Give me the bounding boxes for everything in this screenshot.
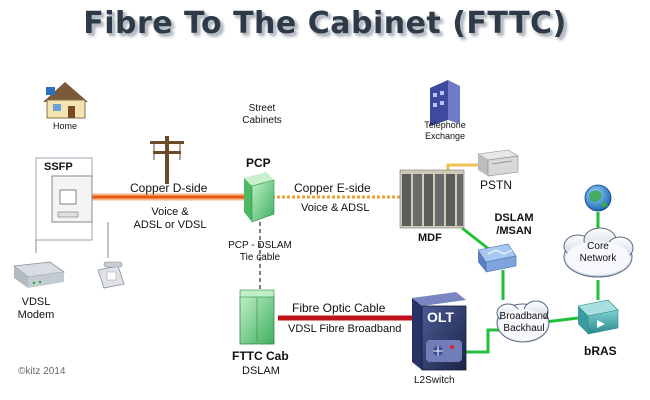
vdsl-modem-label: VDSL Modem <box>17 296 55 322</box>
ssfp-label: SSFP <box>44 161 73 173</box>
fttc-cabinet <box>239 289 275 345</box>
home-icon <box>43 82 88 119</box>
mdf-dslam-line <box>461 226 491 252</box>
connection-lines <box>35 163 600 354</box>
l2switch-label: L2Switch <box>414 375 455 386</box>
olt-chassis <box>412 292 467 371</box>
telephone-exchange-label: Telephone Exchange <box>424 120 466 141</box>
vdsl-fibre-broadband-label: VDSL Fibre Broadband <box>288 323 402 335</box>
mdf-frames <box>399 169 465 229</box>
diagram-title: Fibre To The Cabinet (FTTC) <box>83 6 567 41</box>
broadband-backhaul-label: Broadband Backhaul <box>499 311 549 334</box>
copper-eside-label: Copper E-side <box>294 181 371 195</box>
internet-globe-icon <box>584 184 612 212</box>
telephone-exchange-icon <box>430 80 460 126</box>
core-network-label: Core Network <box>579 241 617 264</box>
phone-icon <box>97 261 125 289</box>
mdf-label: MDF <box>418 232 442 244</box>
pcp-label: PCP <box>246 156 271 170</box>
copper-dside-label: Copper D-side <box>130 181 208 195</box>
backhaul-bras-line <box>544 316 579 324</box>
bras-label: bRAS <box>584 344 617 358</box>
pstn-label: PSTN <box>480 178 513 192</box>
dslam-msan-icon <box>477 243 517 273</box>
telephone-pole-icon <box>150 136 184 184</box>
voice-adsl-vdsl-label: Voice & ADSL or VDSL <box>133 206 207 232</box>
fttc-cab-label: FTTC Cab <box>232 349 289 363</box>
street-cabinets-label: Street Cabinets <box>242 103 282 126</box>
pcp-dslam-tie-label: PCP - DSLAM Tie cable <box>228 240 292 263</box>
copyright-label: ©kitz 2014 <box>18 366 66 377</box>
ssfp-box <box>35 157 93 241</box>
core-network-cloud <box>563 227 634 278</box>
broadband-backhaul-cloud <box>496 300 550 343</box>
olt-label: OLT <box>427 309 454 325</box>
pstn-server-icon <box>477 149 519 177</box>
pcp-cabinet <box>244 172 275 223</box>
vdsl-modem-icon <box>12 261 66 288</box>
dslam-msan-label: DSLAM /MSAN <box>494 212 534 238</box>
voice-adsl-label: Voice & ADSL <box>301 202 370 214</box>
l2switch-backhaul-line <box>455 328 503 354</box>
dslam-label: DSLAM <box>242 365 280 377</box>
fibre-optic-cable-label: Fibre Optic Cable <box>292 301 386 315</box>
home-label: Home <box>53 121 78 131</box>
bras-router-icon <box>577 299 619 335</box>
